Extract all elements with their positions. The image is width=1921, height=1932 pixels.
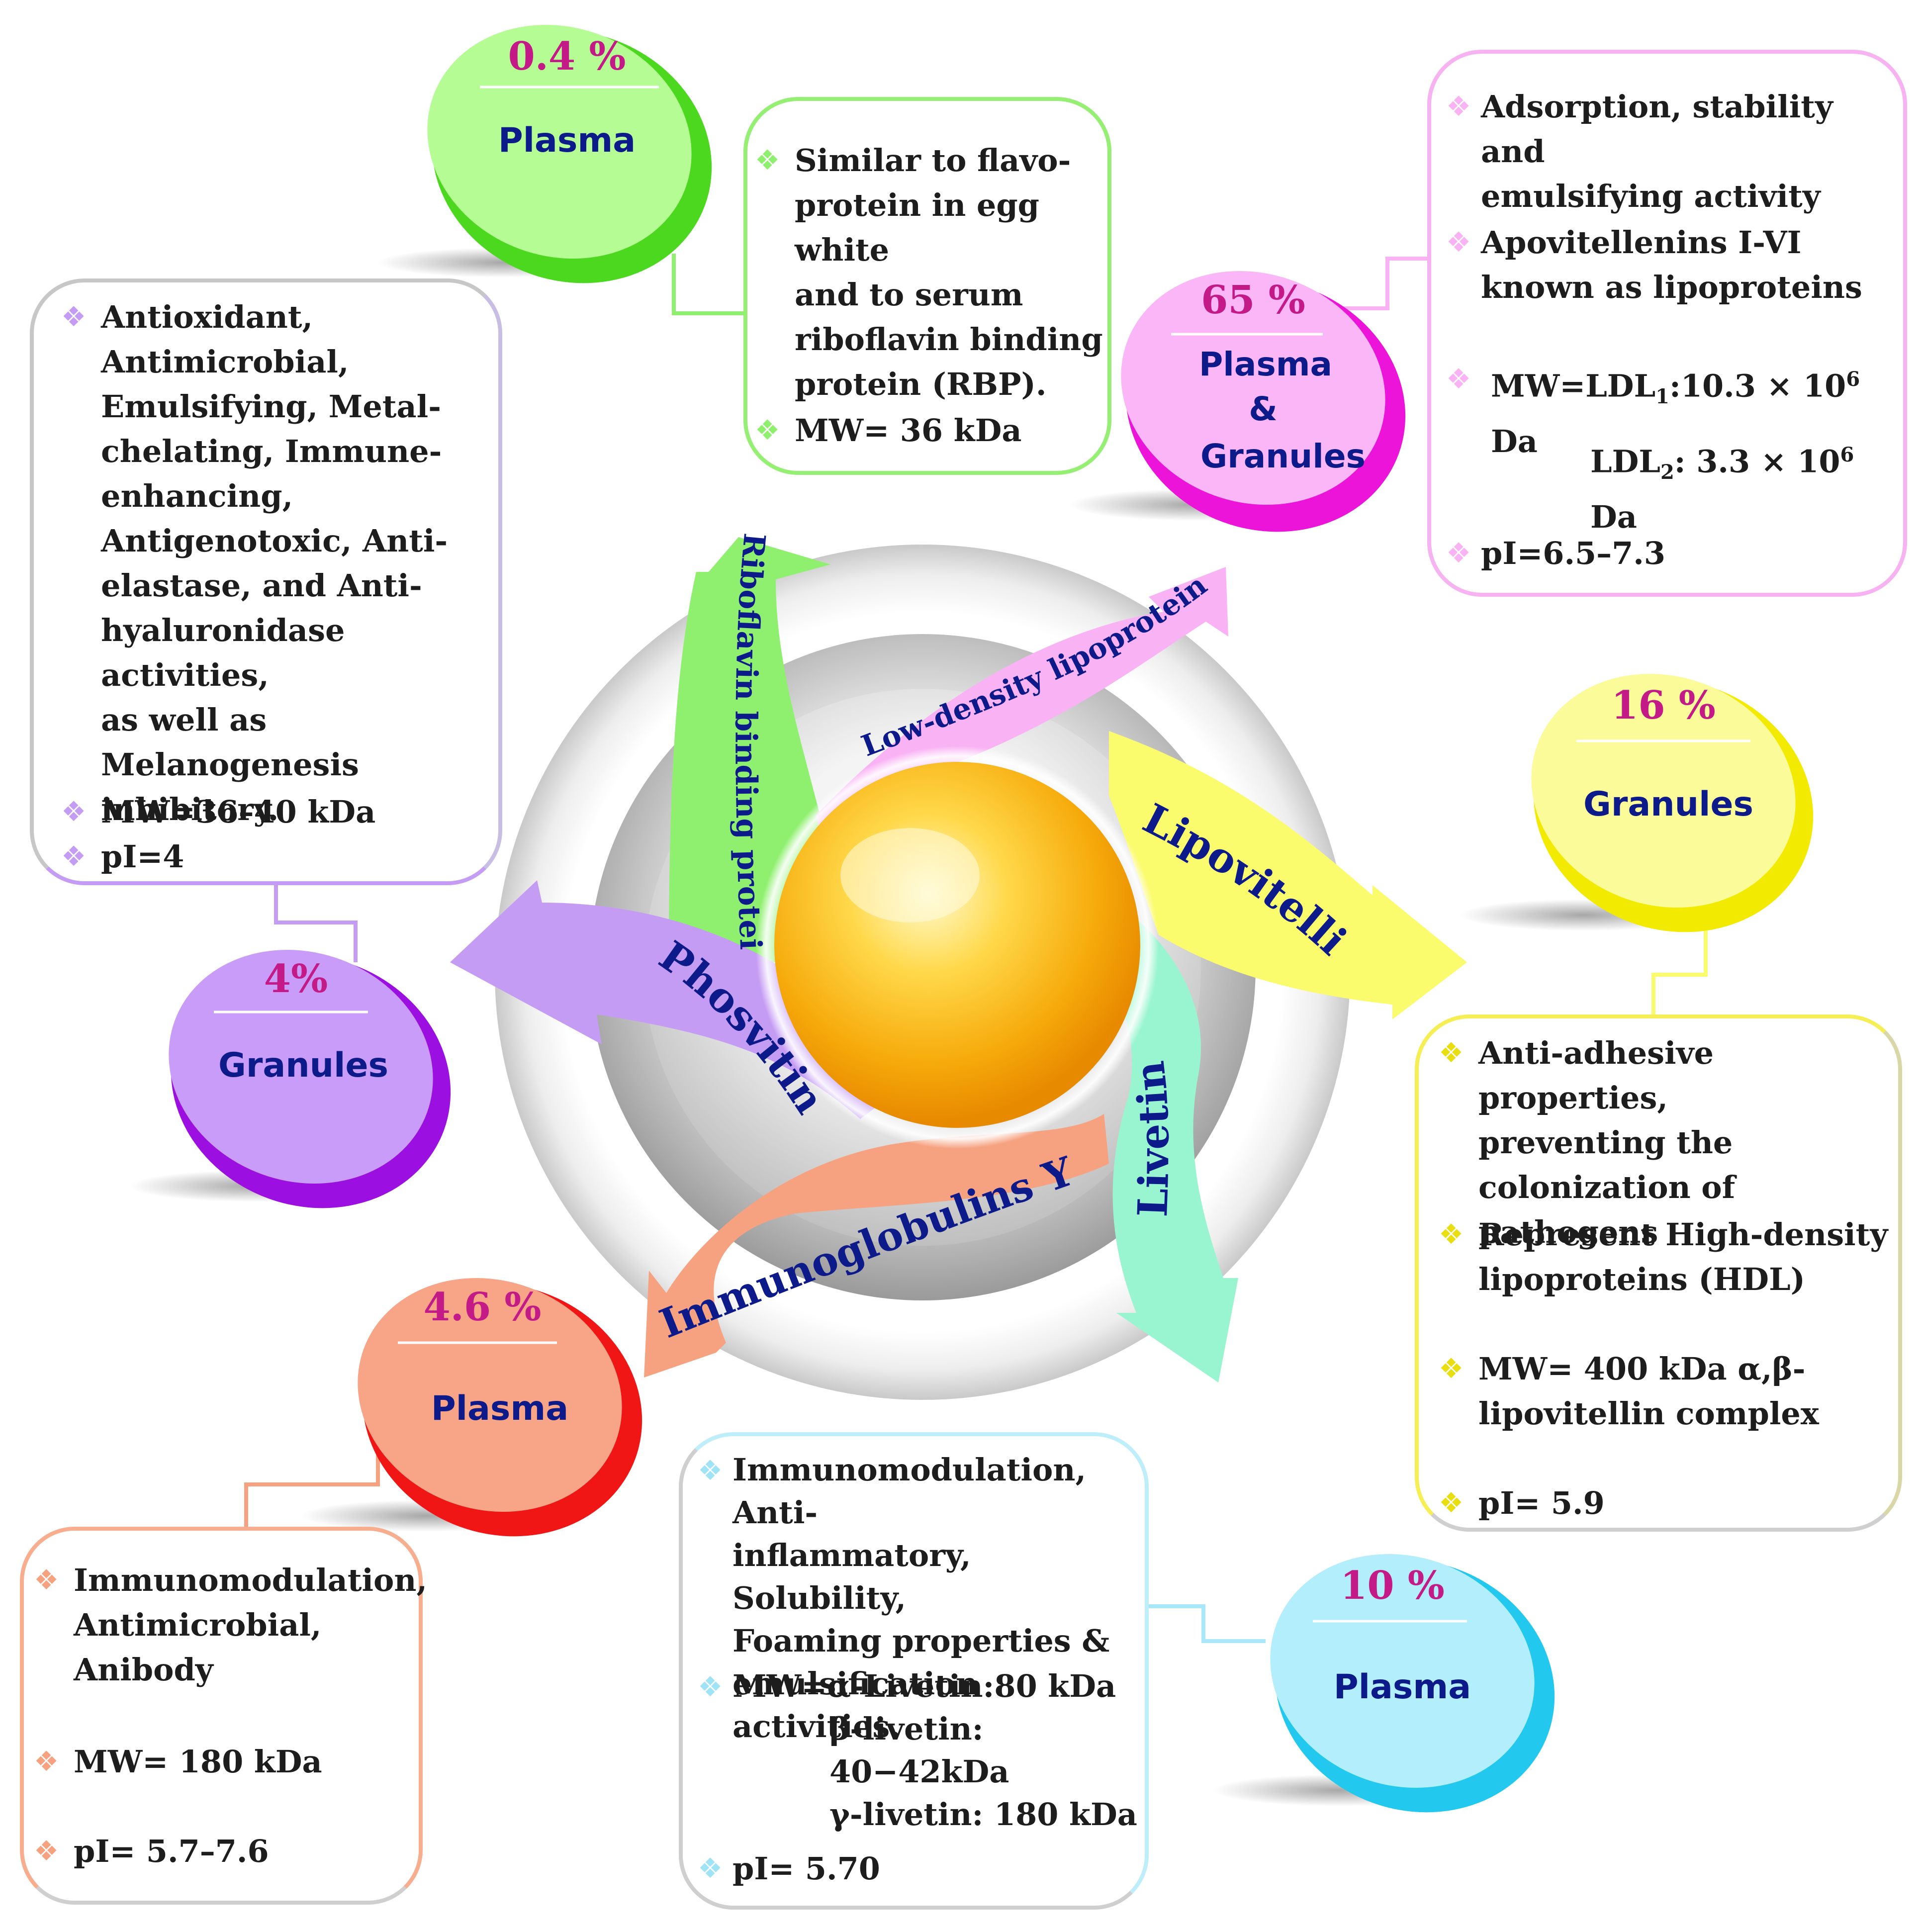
pill-percent: 0.4 % [508,34,626,79]
pill-riboflavin: 0.4 % Plasma [378,24,712,283]
pill-label-1: Plasma [1199,345,1332,383]
riboflavin-item-1: Similar to flavo- protein in egg white a… [795,142,1103,402]
exponent-1: 6 [1846,368,1860,391]
info-box-ldl: ❖ Adsorption, stability and emulsifying … [1427,50,1907,597]
arrow-lipovitellin [1109,731,1467,1019]
pill-percent: 10 % [1340,1563,1445,1608]
pill-label-2: & [1249,390,1278,428]
arrow-label-livetin: Livetin [1126,1059,1179,1218]
connector-livetin [1144,1604,1266,1643]
diamond-cluster-icon: ❖ [1439,1218,1464,1251]
pill-label: Plasma [498,121,636,160]
phosvitin-item-3: pI=4 [101,838,184,875]
diamond-cluster-icon: ❖ [698,1455,723,1487]
diamond-cluster-icon: ❖ [755,144,780,177]
info-box-phosvitin: ❖ Antioxidant, Antimicrobial, Emulsifyin… [30,278,502,885]
connector-ldl [1333,257,1430,310]
diamond-cluster-icon: ❖ [1439,1037,1464,1069]
ldl-item-4: pI=6.5–7.3 [1481,535,1666,571]
pill-percent: 16 % [1611,683,1716,728]
diamond-cluster-icon: ❖ [1446,91,1471,123]
ldl2-subscript: 2 [1660,460,1674,484]
yolk-highlight [840,828,980,922]
diamond-cluster-icon: ❖ [1439,1353,1464,1385]
pill-igy: 4.6 % Plasma [301,1278,642,1537]
pill-percent: 65 % [1201,277,1305,323]
pill-label: Granules [218,1046,388,1085]
riboflavin-item-2: MW= 36 kDa [795,412,1022,449]
lipovitellin-item-3: MW= 400 kDa α,β- lipovitellin complex [1478,1351,1819,1432]
arrow-igy [644,1114,1109,1378]
lipovitellin-item-1: Anti-adhesive properties, preventing the… [1478,1035,1736,1250]
pill-face [169,949,433,1184]
diamond-cluster-icon: ❖ [1439,1487,1464,1519]
diamond-cluster-icon: ❖ [1446,363,1471,395]
pill-face [358,1278,622,1512]
pill-percent: 4% [264,956,328,1002]
info-box-riboflavin: ❖ Similar to flavo- protein in egg white… [743,97,1111,475]
pill-face [427,24,692,259]
diamond-cluster-icon: ❖ [1446,226,1471,259]
connector-lipovitellin [1651,910,1708,1019]
yolk [756,746,1159,1149]
diamond-cluster-icon: ❖ [698,1671,723,1703]
connector-lines [244,254,1708,1643]
diamond-cluster-icon: ❖ [61,301,87,333]
livetin-item-3: pI= 5.70 [732,1850,880,1887]
diamond-cluster-icon: ❖ [698,1852,723,1885]
pill-livetin: 10 % Plasma [1213,1554,1555,1813]
igy-item-3: pI= 5.7–7.6 [74,1833,269,1869]
diamond-cluster-icon: ❖ [61,840,87,873]
ldl-item-3b: LDL2: 3.3 × 106 Da [1590,443,1854,536]
pill-label: Plasma [1334,1667,1471,1707]
phosvitin-item-1: Antioxidant, Antimicrobial, Emulsifying,… [101,299,448,828]
pill-phosvitin: 4% Granules [129,949,451,1208]
pill-label: Granules [1583,785,1753,824]
diamond-cluster-icon: ❖ [34,1835,59,1867]
yolk-ball [774,762,1140,1128]
pill-face [1270,1554,1535,1788]
diamond-cluster-icon: ❖ [34,1746,59,1778]
phosvitin-item-2: MW=36–40 kDa [101,794,376,830]
diamond-cluster-icon: ❖ [1446,537,1471,569]
igy-item-1: Immunomodulation, Antimicrobial, Anibody [74,1562,428,1688]
diamond-cluster-icon: ❖ [34,1564,59,1596]
diamond-cluster-icon: ❖ [755,414,780,447]
igy-item-2: MW= 180 kDa [74,1744,322,1780]
ldl-item-2: Apovitellenins I-VI known as lipoprotein… [1481,224,1862,305]
livetin-item-1: Immunomodulation, Anti- inflammatory, So… [732,1452,1110,1745]
pill-percent: 4.6 % [424,1285,542,1330]
arrow-phosvitin [450,880,880,1119]
diamond-cluster-icon: ❖ [61,796,87,828]
ldl1-subscript: 1 [1655,385,1670,409]
livetin-item-2: MW=α-Livetin:80 kDa β-livetin: 40−42kDa … [732,1668,1137,1833]
exponent-2: 6 [1840,443,1854,466]
connector-igy [244,1455,380,1532]
lipovitellin-item-2: Represent High-density lipoproteins (HDL… [1478,1216,1888,1297]
pill-face [1121,271,1385,505]
ldl-item-1: Adsorption, stability and emulsifying ac… [1481,89,1833,214]
info-box-livetin: ❖ Immunomodulation, Anti- inflammatory, … [679,1432,1149,1910]
connector-riboflavin [672,254,746,315]
pill-lipovitellin: 16 % Granules [1460,673,1814,932]
pill-face [1531,673,1796,908]
pill-ldl: 65 % Plasma & Granules [1069,271,1406,532]
ldl-item-3: MW=LDL1:10.3 × 106 Da [1491,368,1860,460]
pill-label-3: Granules [1200,437,1366,475]
connector-phosvitin [274,883,358,962]
info-box-lipovitellin: ❖ Anti-adhesive properties, preventing t… [1415,1014,1902,1532]
info-box-igy: ❖ Immunomodulation, Antimicrobial, Anibo… [20,1527,428,1905]
pill-label: Plasma [431,1389,568,1428]
lipovitellin-item-4: pI= 5.9 [1478,1485,1605,1521]
